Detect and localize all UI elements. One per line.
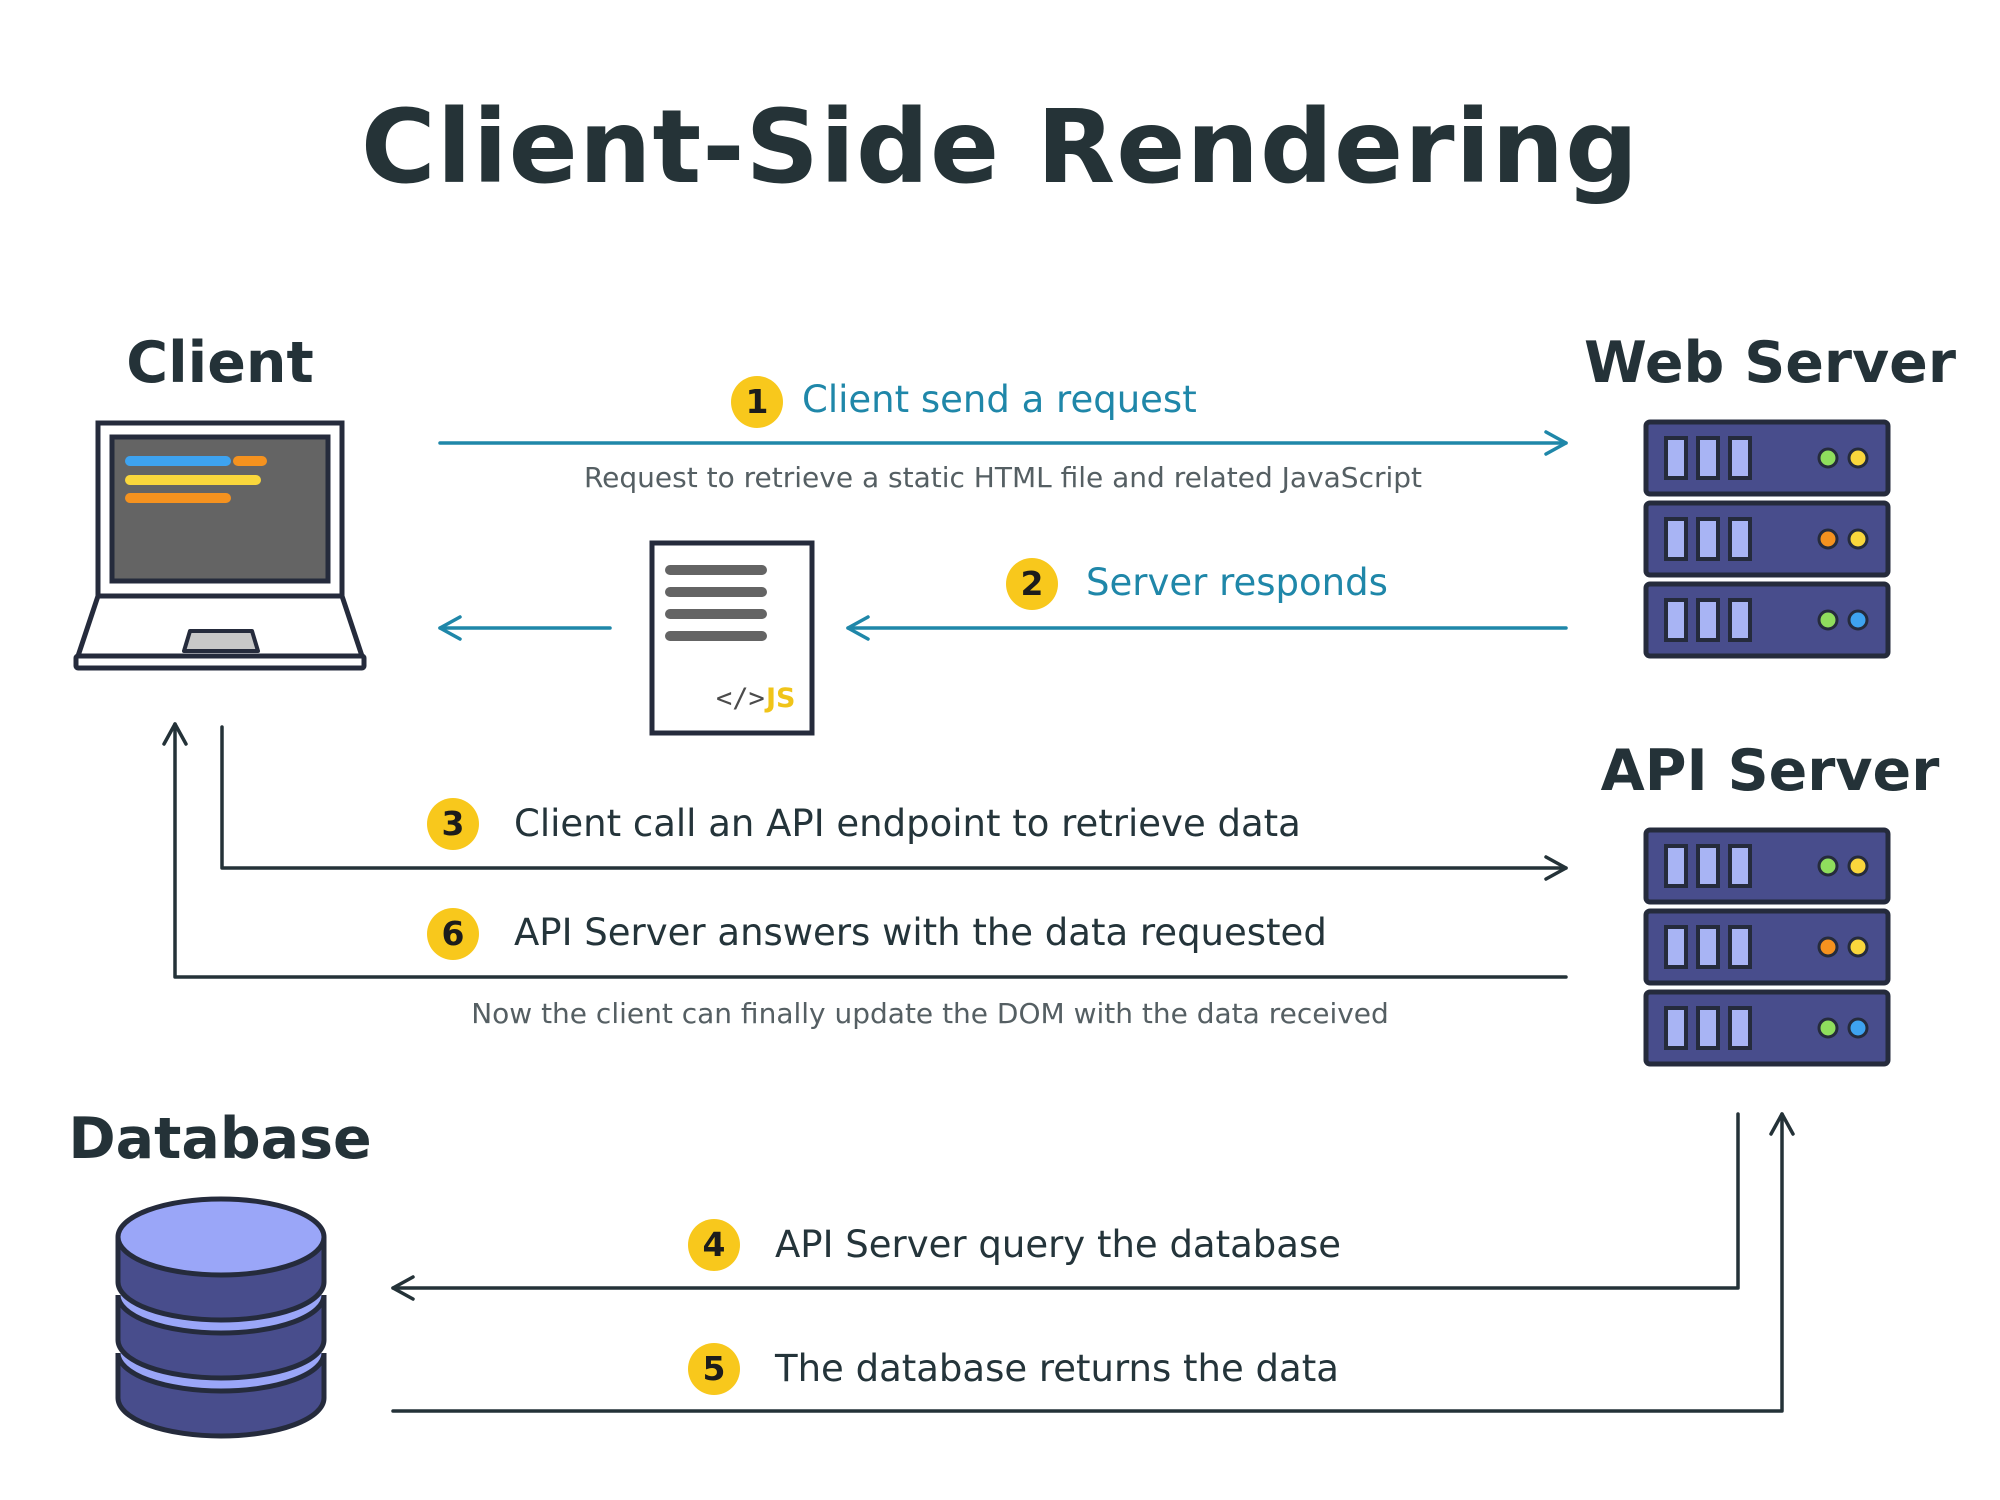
database-cylinder-icon <box>115 1196 327 1439</box>
step-3-badge: 3 <box>427 798 479 850</box>
html-js-file-icon: </> JS <box>649 540 815 736</box>
page-title: Client-Side Rendering <box>360 88 1640 207</box>
arrow-step-4 <box>391 1112 1740 1301</box>
arrow-step-5 <box>391 1112 1795 1413</box>
api-server-rack-icon <box>1646 830 1888 1064</box>
database-label: Database <box>68 1106 372 1172</box>
client-label: Client <box>126 330 314 396</box>
step-1-badge: 1 <box>731 376 783 428</box>
web-server-rack-icon <box>1646 422 1888 656</box>
js-text: JS <box>764 683 796 714</box>
code-tag-text: </> <box>716 683 765 714</box>
arrow-step-2 <box>438 615 1568 641</box>
api-server-label: API Server <box>1600 738 1940 804</box>
step-2-label: Server responds <box>1086 561 1388 604</box>
arrow-step-3 <box>220 725 1568 881</box>
step-1-note: Request to retrieve a static HTML file a… <box>583 461 1423 494</box>
step-1-label: Client send a request <box>802 378 1197 421</box>
laptop-icon <box>73 420 367 671</box>
step-2-badge: 2 <box>1006 558 1058 610</box>
step-5-badge: 5 <box>688 1343 740 1395</box>
arrow-step-6 <box>162 722 1568 979</box>
step-6-badge: 6 <box>427 908 479 960</box>
web-server-label: Web Server <box>1584 330 1956 396</box>
step-6-note: Now the client can finally update the DO… <box>471 997 1389 1030</box>
arrow-step-1 <box>438 430 1568 456</box>
step-4-label: API Server query the database <box>775 1223 1341 1266</box>
step-6-label: API Server answers with the data request… <box>514 911 1327 954</box>
step-3-label: Client call an API endpoint to retrieve … <box>514 802 1301 845</box>
step-5-label: The database returns the data <box>775 1347 1339 1390</box>
step-4-badge: 4 <box>688 1219 740 1271</box>
